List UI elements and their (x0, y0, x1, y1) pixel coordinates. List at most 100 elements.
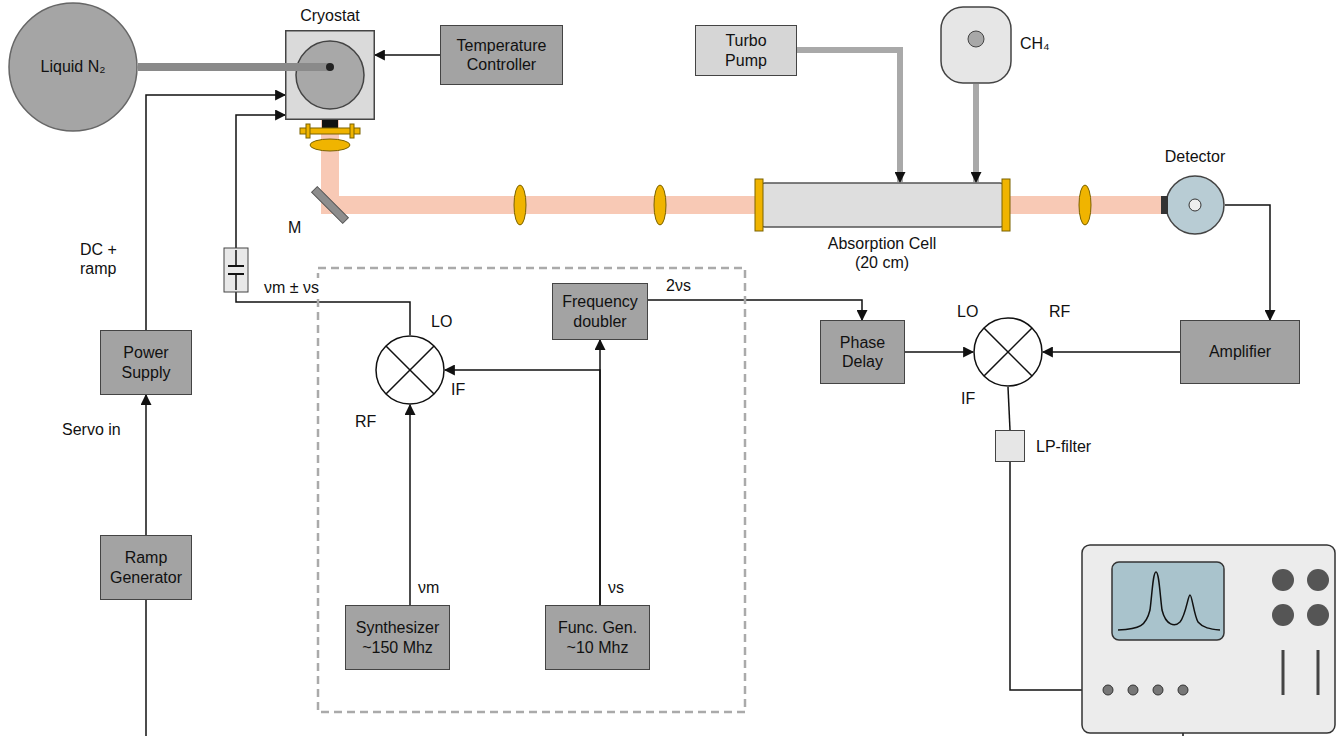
mixer-symbol-outline (375, 335, 445, 405)
scope-knob (1307, 604, 1329, 626)
lens (514, 185, 526, 225)
group-frame (318, 268, 745, 712)
signal-label: νm (416, 578, 441, 597)
scope-slider (1282, 650, 1285, 695)
cryostat-housing (286, 31, 375, 120)
rod-tip (326, 63, 334, 71)
signal-wire (1008, 387, 1010, 430)
mixer-cross (984, 328, 1032, 376)
cell-window (1002, 179, 1010, 231)
gas-bottle-outline (940, 6, 1012, 84)
laser-beam (330, 120, 755, 205)
signal-wire (1225, 205, 1270, 320)
scope-slider (1317, 650, 1320, 695)
scope-knob (1307, 569, 1329, 591)
pipe-connector (973, 84, 979, 182)
node-text: Absorption Cell (20 cm) (817, 234, 947, 272)
node-text: CH₄ (1020, 34, 1070, 53)
node-text: LP-filter (1036, 437, 1126, 456)
signal-wire (236, 115, 410, 335)
amplifier-box: Amplifier (1180, 320, 1300, 384)
mixer-circle (376, 336, 444, 404)
signal-wire (648, 300, 862, 320)
node-text: Cryostat (275, 6, 385, 25)
circle-shape (9, 3, 137, 131)
mixer-circle (974, 318, 1042, 386)
signal-wire (375, 54, 440, 56)
node-text: Turbo Pump (704, 31, 788, 69)
lens (654, 185, 666, 225)
mixer-cross (386, 346, 434, 394)
cold-head (296, 41, 364, 109)
bottle-valve (968, 31, 984, 47)
mixer-symbol: LOIFRF (375, 335, 445, 405)
laser-mount (322, 120, 338, 128)
node-text: Phase Delay (829, 333, 896, 371)
signal-wire (145, 395, 147, 535)
node-text: IF (451, 380, 481, 399)
detector-body (1166, 176, 1224, 234)
node-text: Temperature Controller (449, 36, 554, 74)
scope-input (1128, 685, 1138, 695)
scope-screen (1112, 562, 1224, 640)
supply-box: Power Supply (100, 330, 192, 395)
oscilloscope (1082, 545, 1335, 733)
node-text: Detector (1145, 147, 1245, 166)
detector-window (1161, 196, 1168, 214)
bottle-body (941, 7, 1011, 83)
pipe-connector (797, 50, 900, 182)
function-generator-box: Func. Gen. ~10 Mhz (545, 605, 650, 670)
scope-input (1178, 685, 1188, 695)
cell-window (755, 179, 763, 231)
gas-bottle: CH₄ (940, 6, 1012, 84)
nitrogen-rod (285, 63, 330, 71)
scope-trace (1118, 572, 1220, 630)
detector-eye (1189, 199, 1201, 211)
node-text: IF (961, 389, 991, 408)
absorption-cell: Absorption Cell (20 cm) (755, 182, 1010, 228)
node-text: Func. Gen. ~10 Mhz (554, 618, 641, 656)
absorption-cell-outline (755, 182, 1010, 228)
node-text: Power Supply (109, 343, 183, 381)
mixer-symbol: LORFIF (973, 317, 1043, 387)
node-text: RF (355, 412, 385, 431)
trigger-wire (145, 600, 147, 736)
pump-box: Turbo Pump (695, 25, 797, 76)
signal-label: DC + ramp (78, 240, 140, 278)
scope-input (1103, 685, 1113, 695)
capacitor-lead (235, 274, 237, 290)
dewar-circle: Liquid N₂ (8, 2, 138, 132)
cell-body (759, 183, 1006, 227)
node-text: Amplifier (1209, 342, 1271, 361)
doubler-box: Frequency doubler (552, 283, 648, 340)
lens (310, 139, 350, 151)
scope-knob (1272, 604, 1294, 626)
signal-wire (1043, 351, 1180, 353)
cryostat-box-outline (285, 30, 375, 120)
node-text: RF (1049, 302, 1079, 321)
node-text: LO (431, 312, 461, 331)
cryostat-box: Cryostat (285, 30, 375, 120)
signal-wire (905, 351, 973, 353)
signal-wire (445, 370, 600, 605)
detector-circle: Detector (1165, 175, 1225, 235)
signal-label: 2νs (664, 276, 693, 295)
signal-label: Servo in (60, 420, 123, 439)
part-label: M (286, 218, 303, 237)
window-clip (350, 124, 354, 138)
scope-input (1153, 685, 1163, 695)
detector-circle-outline (1165, 175, 1225, 235)
capacitor-lead (235, 250, 237, 266)
mixer-cross (984, 328, 1032, 376)
phase-box: Phase Delay (820, 320, 905, 384)
node-text: Ramp Generator (109, 548, 183, 586)
signal-label: νm ± νs (262, 278, 321, 297)
mixer-symbol-outline (973, 317, 1043, 387)
scope-knob (1272, 569, 1294, 591)
node-text: Synthesizer ~150 Mhz (354, 618, 441, 656)
mixer-cross (386, 346, 434, 394)
lens (1079, 185, 1091, 225)
filter-box: LP-filter (995, 430, 1025, 462)
pipe-connector (138, 63, 285, 71)
